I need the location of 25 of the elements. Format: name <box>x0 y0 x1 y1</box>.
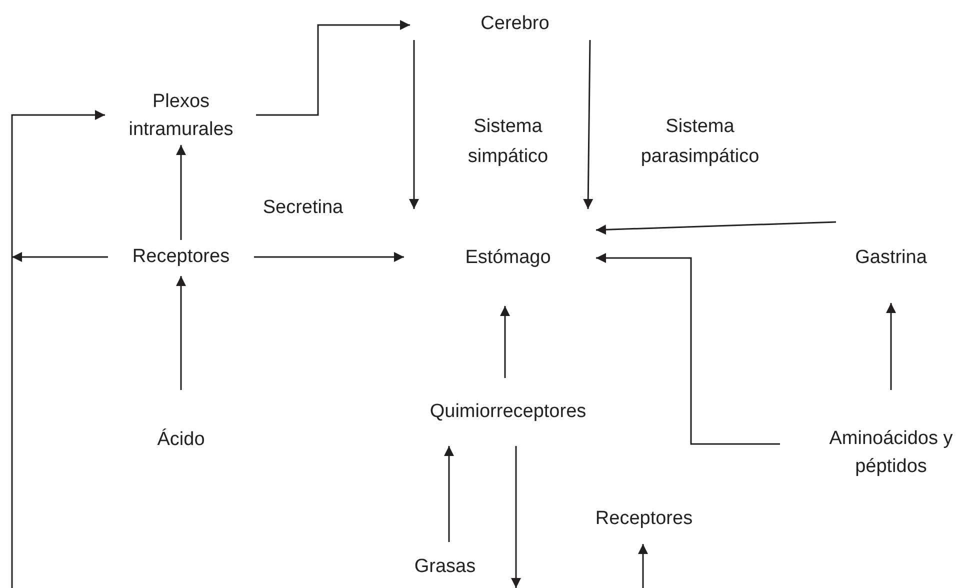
arrow <box>596 221 836 235</box>
node-label: Quimiorreceptores <box>428 400 588 424</box>
arrow <box>500 306 510 378</box>
arrow <box>511 446 521 588</box>
node-label: Aminoácidos y péptidos <box>828 427 954 479</box>
arrow <box>409 40 419 209</box>
arrow <box>886 303 896 390</box>
node-label: Ácido <box>156 428 206 452</box>
arrow <box>256 20 410 116</box>
node-label: Plexos intramurales <box>128 90 234 142</box>
arrow <box>176 276 186 390</box>
node-label: Estómago <box>464 246 552 270</box>
arrow <box>254 252 404 262</box>
arrow <box>12 252 108 262</box>
node-label: Gastrina <box>854 246 928 270</box>
arrow <box>638 544 648 588</box>
arrow <box>176 145 186 240</box>
node-label: Grasas <box>413 555 477 579</box>
arrow <box>596 253 780 445</box>
node-label: Receptores <box>594 507 694 531</box>
arrow <box>583 40 594 209</box>
arrow <box>11 110 105 588</box>
node-label: Cerebro <box>480 12 550 36</box>
node-label: Receptores <box>131 245 231 269</box>
arrow <box>444 446 454 542</box>
